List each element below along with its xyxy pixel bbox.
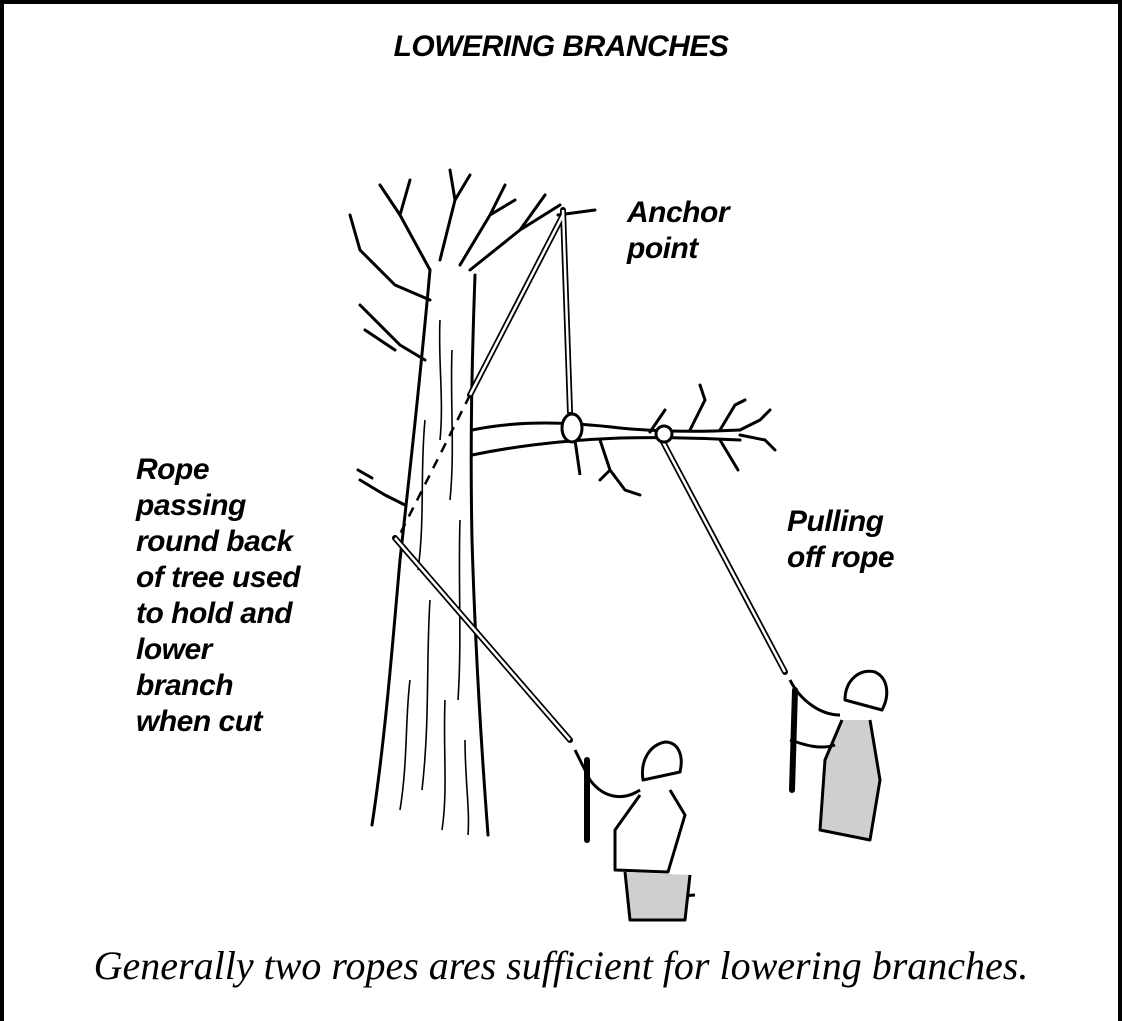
worker-left xyxy=(573,740,696,922)
anchor-knot xyxy=(560,412,584,444)
pulling-knot xyxy=(654,424,674,444)
figure-title: LOWERING BRANCHES xyxy=(393,30,729,63)
rope-behind-trunk xyxy=(396,394,472,539)
label-rope-passing: Rope passing round back of tree used to … xyxy=(136,453,301,738)
tree-trunk xyxy=(370,268,432,827)
tree-crown xyxy=(348,168,562,302)
label-pulling-off-rope: Pulling off rope xyxy=(787,505,895,574)
figure-caption: Generally two ropes ares sufficient for … xyxy=(93,943,1029,988)
label-anchor-point: Anchor point xyxy=(627,196,730,265)
cut-branch xyxy=(470,421,742,433)
worker-right xyxy=(788,669,889,842)
